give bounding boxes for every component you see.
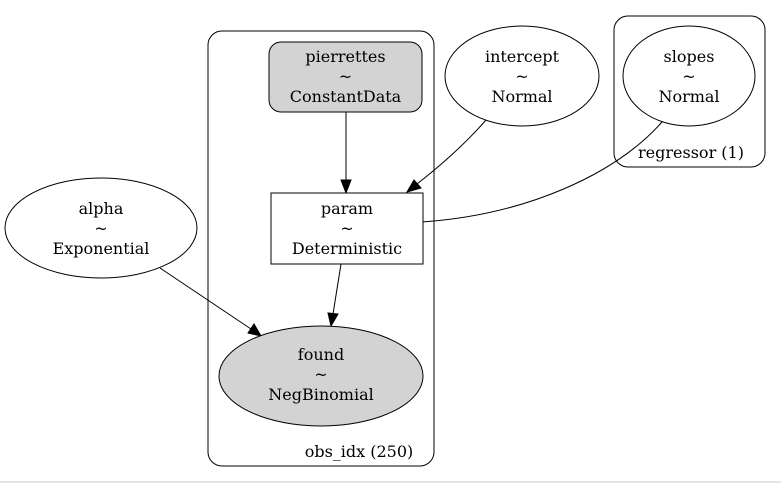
edge-pierrettes-to-param-arrowhead <box>340 179 352 195</box>
node-param-name: param <box>321 199 373 218</box>
edge-intercept-to-param-arrowhead <box>405 179 422 193</box>
node-alpha: alpha ~ Exponential <box>4 177 198 279</box>
node-slopes: slopes ~ Normal <box>622 25 756 127</box>
node-pierrettes-name: pierrettes <box>305 47 385 66</box>
node-pierrettes-tilde: ~ <box>339 67 352 86</box>
edge-param-to-found-arrowhead <box>327 312 339 328</box>
node-intercept-name: intercept <box>485 47 560 66</box>
node-slopes-shape <box>622 25 756 127</box>
node-param-dist: Deterministic <box>292 239 402 258</box>
node-alpha-name: alpha <box>79 199 124 218</box>
edge-alpha-to-found <box>159 267 252 330</box>
node-intercept-dist: Normal <box>491 87 552 106</box>
node-found-dist: NegBinomial <box>268 385 373 404</box>
node-found-shape <box>218 325 424 427</box>
node-slopes-name: slopes <box>664 47 715 66</box>
node-found-name: found <box>298 345 344 364</box>
node-slopes-dist: Normal <box>658 87 719 106</box>
plate-regressor <box>613 15 766 168</box>
edge-intercept-to-param <box>416 119 487 185</box>
node-found: found ~ NegBinomial <box>218 325 424 427</box>
plate-regressor-label: regressor (1) <box>638 143 744 162</box>
node-intercept: intercept ~ Normal <box>444 25 600 127</box>
node-slopes-tilde: ~ <box>682 67 695 86</box>
edge-alpha-to-found-arrowhead <box>247 323 263 337</box>
node-pierrettes-dist: ConstantData <box>290 87 402 106</box>
node-intercept-shape <box>444 25 600 127</box>
plate-obs-idx <box>207 30 435 467</box>
edge-slopes-to-param <box>421 121 663 223</box>
node-alpha-shape <box>4 177 198 279</box>
node-param-tilde: ~ <box>340 219 353 238</box>
node-found-tilde: ~ <box>314 365 327 384</box>
edge-param-to-found <box>332 263 342 315</box>
node-alpha-tilde: ~ <box>94 219 107 238</box>
node-param-shape <box>270 192 424 265</box>
node-intercept-tilde: ~ <box>515 67 528 86</box>
node-pierrettes-shape <box>268 41 423 113</box>
node-pierrettes: pierrettes ~ ConstantData <box>268 41 423 113</box>
plate-obs-idx-label: obs_idx (250) <box>305 442 414 461</box>
node-param: param ~ Deterministic <box>270 192 424 265</box>
node-alpha-dist: Exponential <box>53 239 150 258</box>
